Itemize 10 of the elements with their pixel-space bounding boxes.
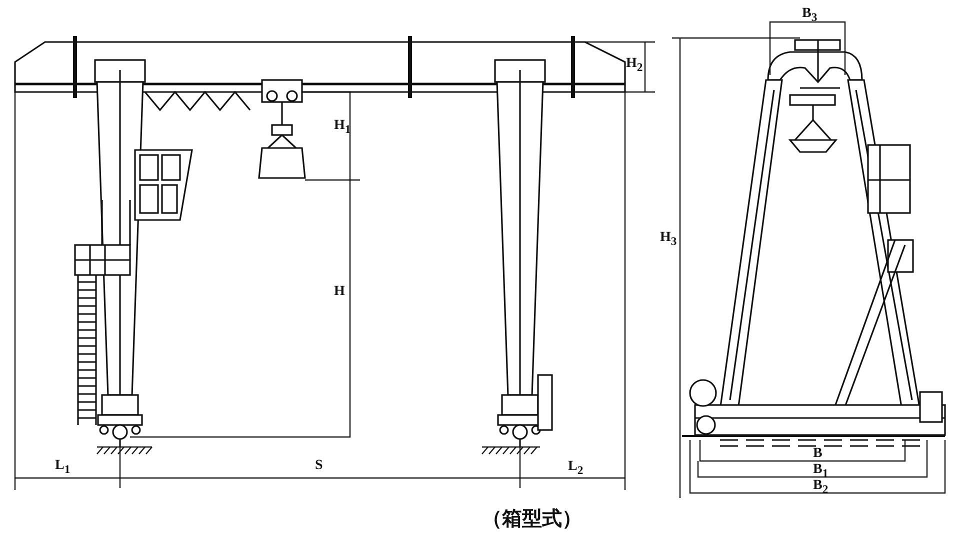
dimension-label: H: [334, 284, 345, 300]
dimension-label: L$_{2}$: [568, 459, 584, 479]
dimension-label: B: [813, 446, 822, 462]
dimension-label: L$_{1}$: [55, 458, 70, 478]
dimension-label: H$_{3}$: [660, 230, 677, 250]
dimension-label: H$_{1}$: [334, 118, 351, 138]
dimension-label: H$_{2}$: [626, 56, 643, 76]
dimension-label: B$_{3}$: [802, 6, 818, 26]
dimension-label: S: [315, 458, 323, 474]
caption: （箱型式）: [482, 505, 582, 532]
